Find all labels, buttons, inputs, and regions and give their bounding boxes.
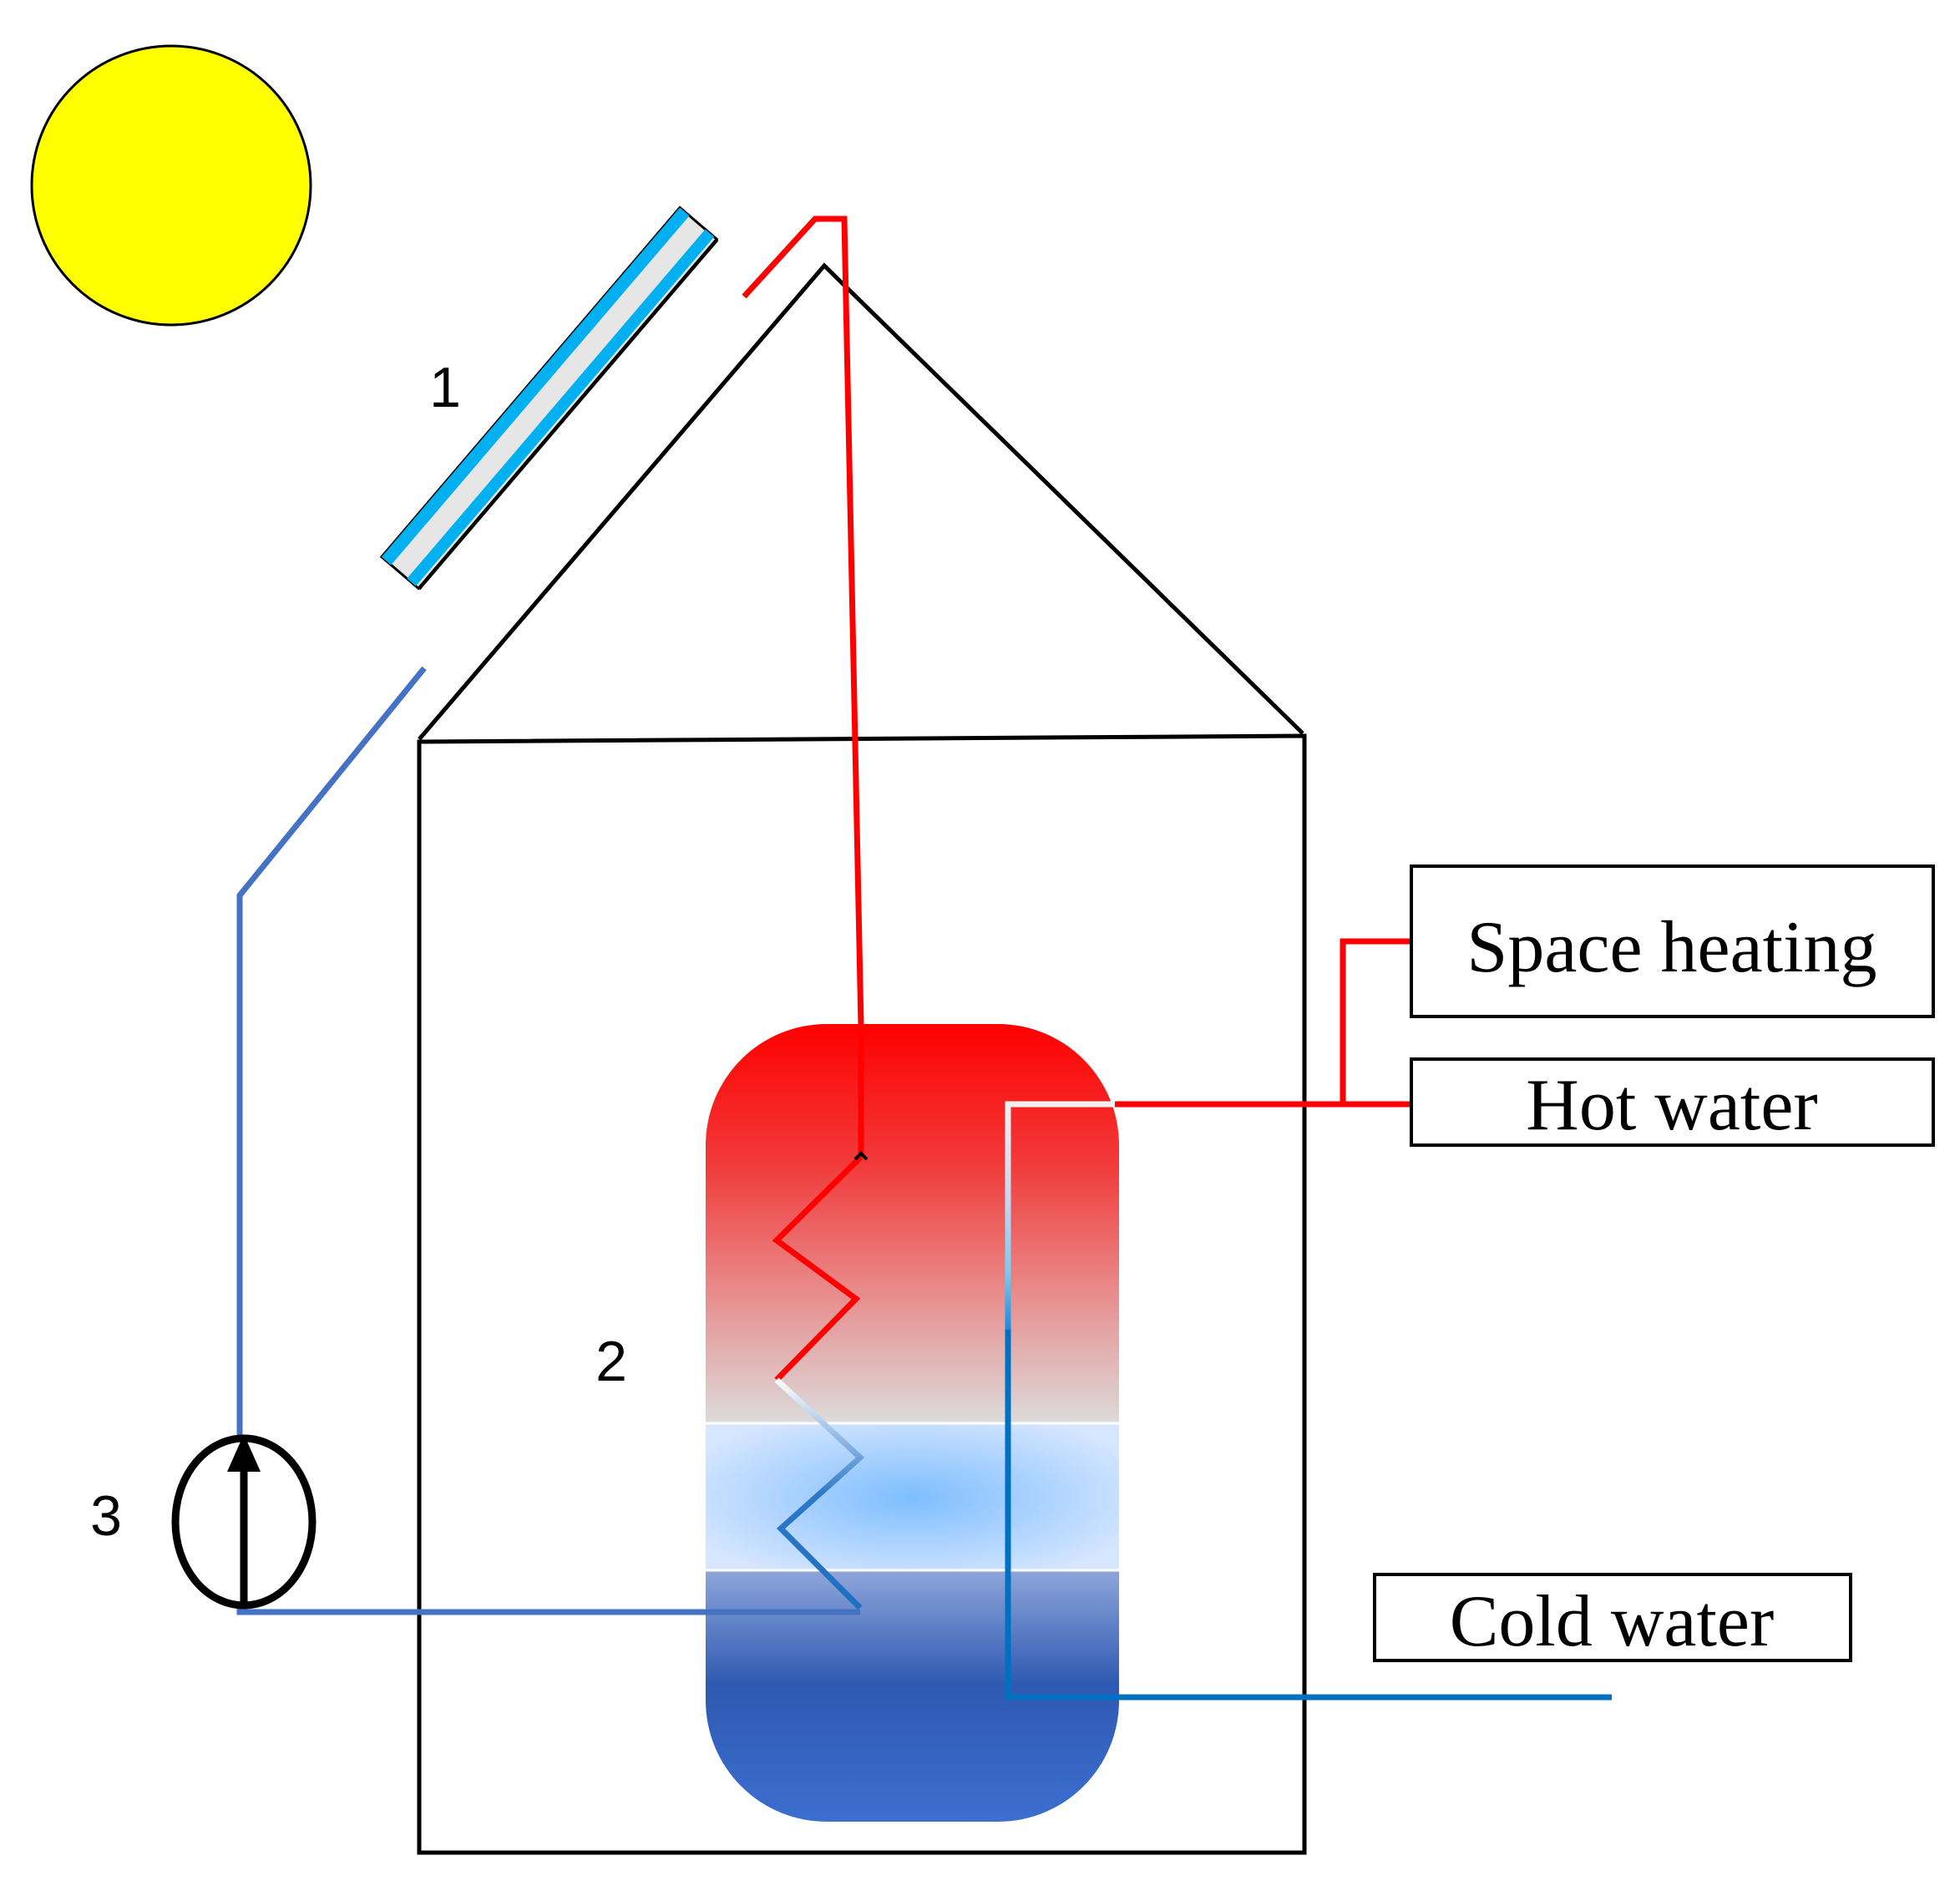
tank-number-label: 2	[595, 1330, 627, 1393]
space-heating-label: Space heating	[1466, 907, 1876, 988]
circulation-pump	[171, 1434, 317, 1610]
space-heating-box	[1410, 864, 1935, 1018]
cold-water-label: Cold water	[1450, 1581, 1775, 1662]
hot-water-label: Hot water	[1526, 1065, 1817, 1146]
cold-water-pipe	[1005, 1330, 1612, 1701]
pump-arrow-icon	[227, 1434, 261, 1472]
tank-riser-pipe	[1005, 1101, 1115, 1330]
collector-number-label: 1	[429, 356, 461, 419]
hot-water-outlet-pipe	[1115, 938, 1411, 1108]
hot-supply-pipe	[742, 215, 864, 1027]
solar-collector	[379, 205, 719, 591]
return-pipe	[236, 666, 860, 1615]
sun-icon	[30, 44, 312, 327]
house-outline	[417, 262, 1307, 1855]
storage-tank	[706, 1024, 1119, 1822]
hot-water-box	[1410, 1057, 1935, 1147]
cold-water-box	[1373, 1573, 1852, 1662]
heat-exchanger-coil	[772, 1026, 869, 1610]
pump-number-label: 3	[90, 1484, 122, 1548]
